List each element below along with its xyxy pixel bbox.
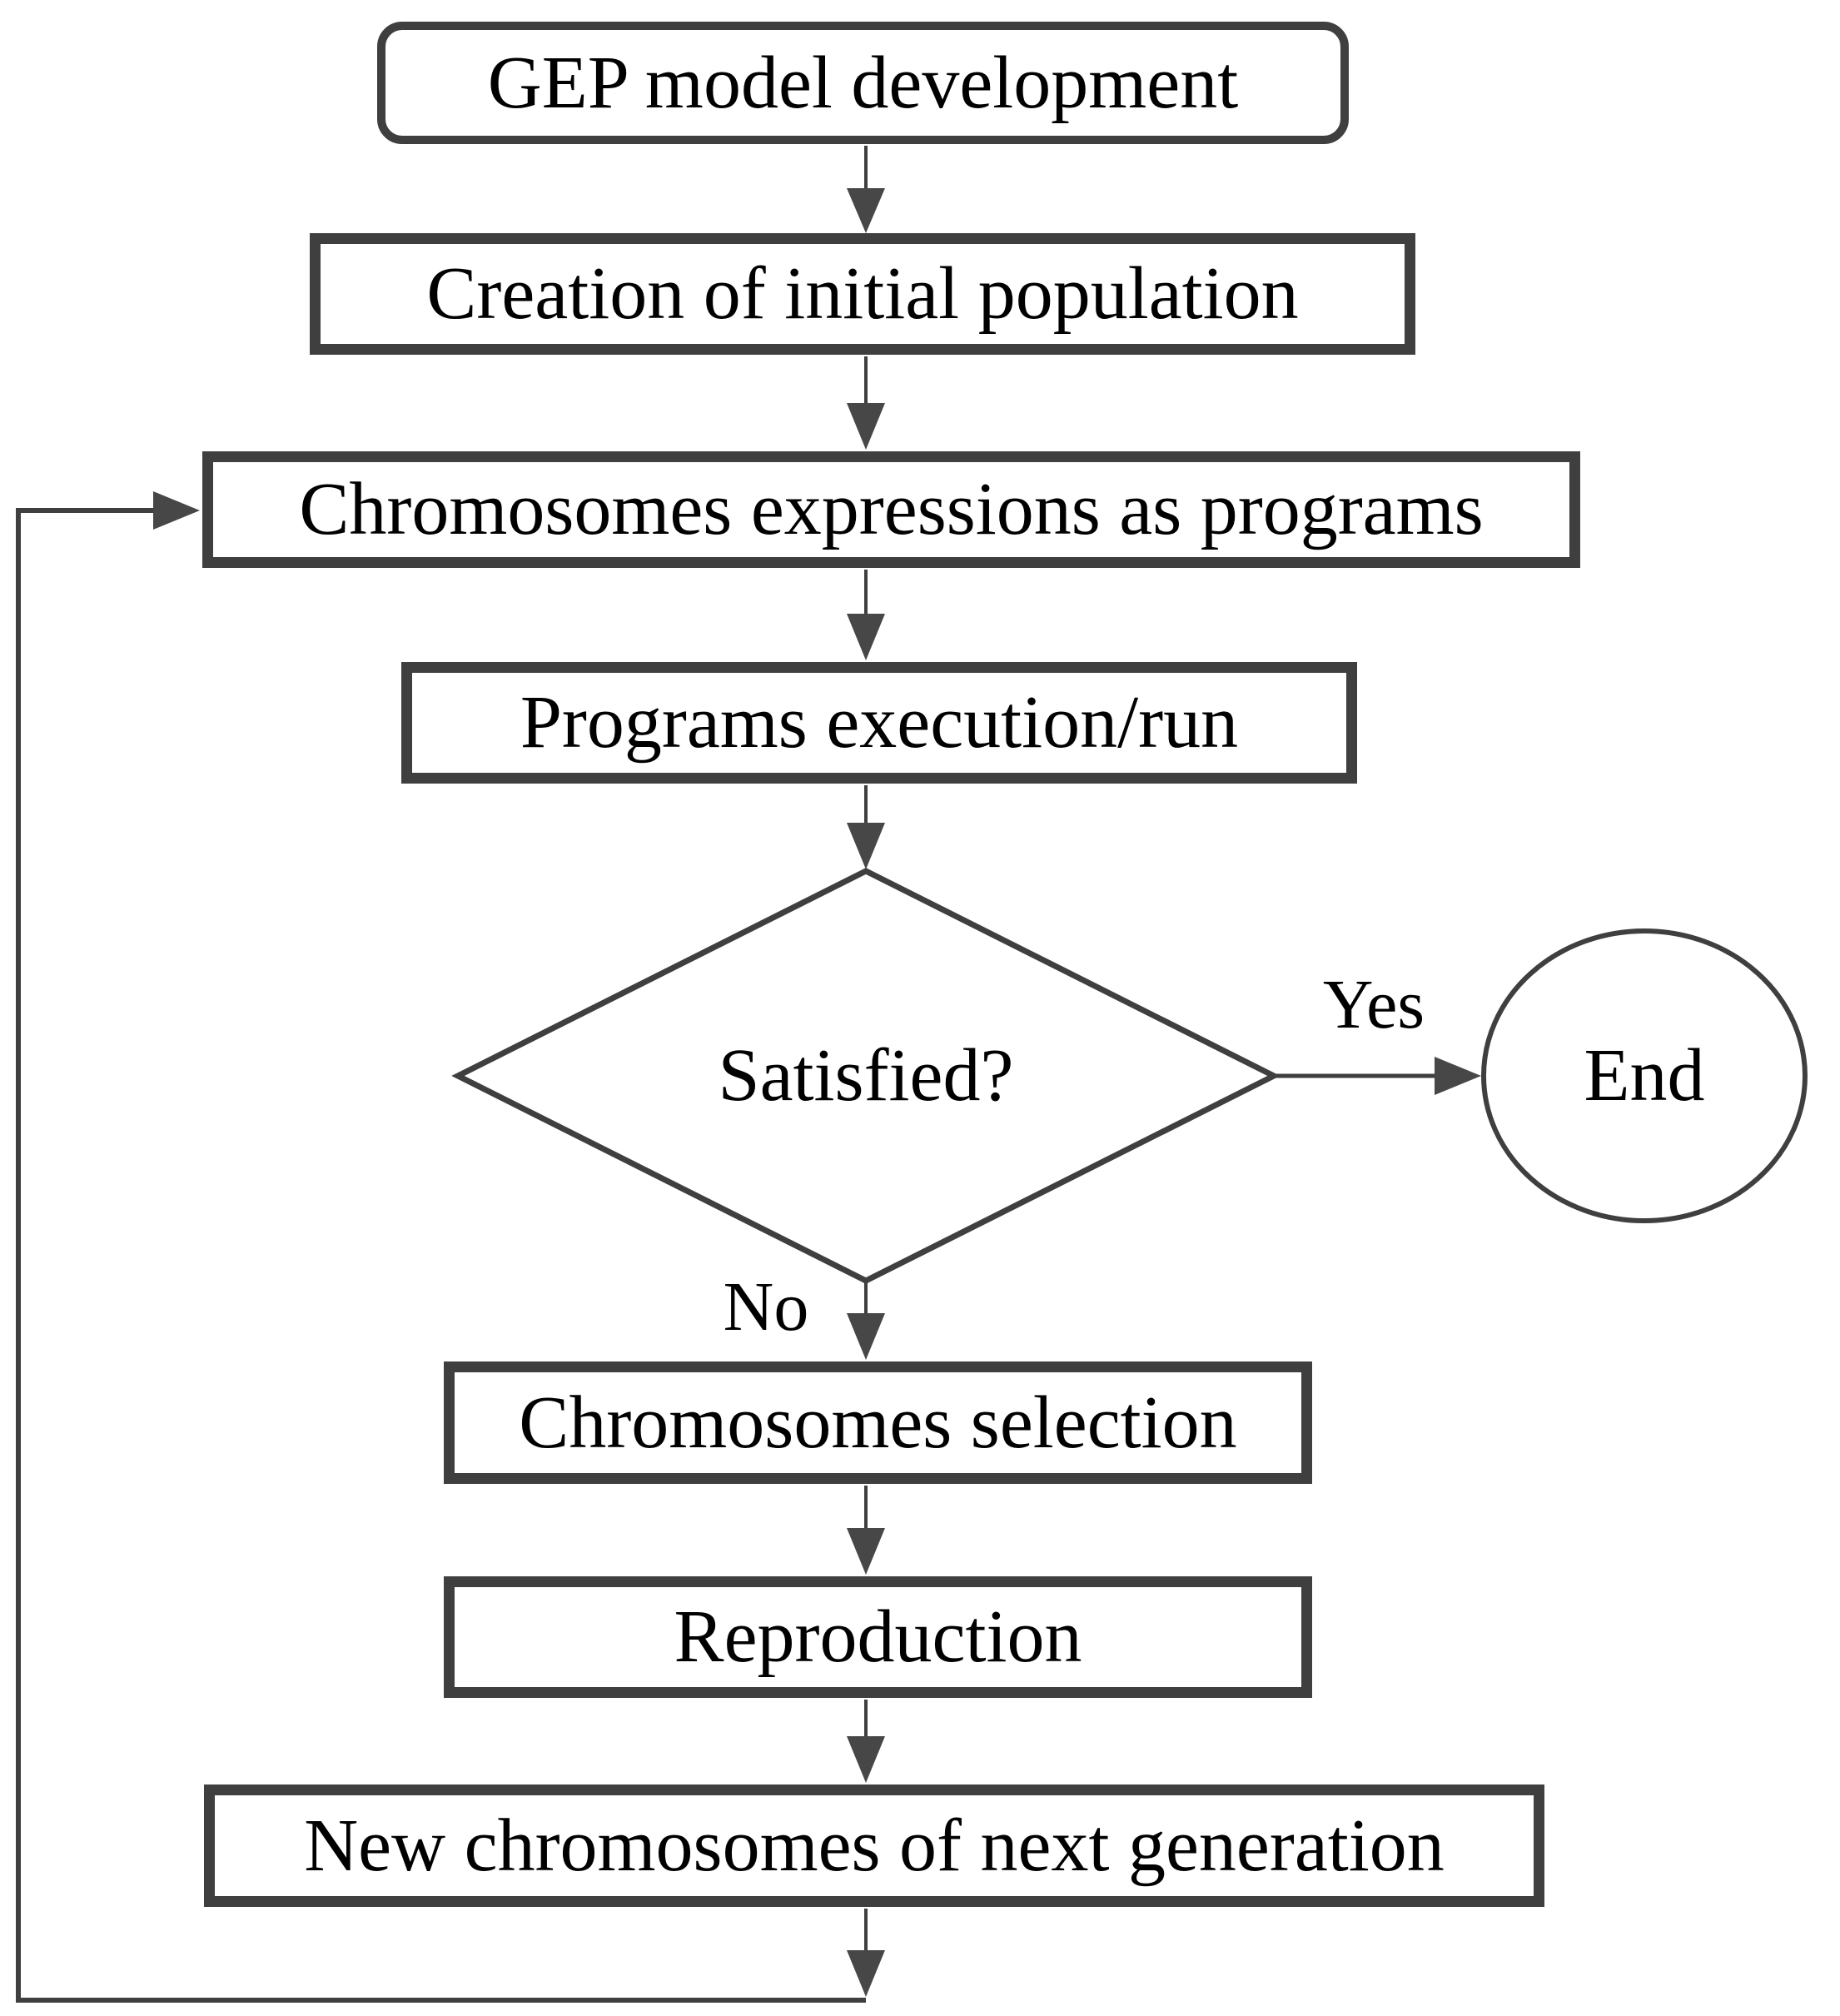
node-gep-label: GEP model development (487, 41, 1239, 124)
node-programs-execution: Programs execution/run (401, 662, 1357, 784)
arrow-decision-to-selection (847, 1281, 885, 1360)
node-creation-of-initial-population: Creation of initial population (310, 233, 1415, 355)
node-chromosomes-expressions: Chromosomes expressions as programs (202, 451, 1580, 568)
end-label: End (1584, 1034, 1705, 1117)
arrow-yes-to-end (1276, 1057, 1481, 1095)
node-execution-label: Programs execution/run (520, 681, 1239, 764)
node-reproduction: Reproduction (444, 1576, 1312, 1698)
node-newgen-label: New chromosomes of next generation (304, 1804, 1445, 1887)
node-selection-label: Chromosomes selection (519, 1381, 1237, 1464)
loop-back-edge (16, 491, 866, 2003)
decision-satisfied-label-box: Satisfied? (658, 1034, 1074, 1118)
end-label-box: End (1478, 1034, 1811, 1118)
arrow-reproduction-to-newgen (847, 1700, 885, 1783)
arrow-execution-to-decision (847, 785, 885, 869)
decision-satisfied-label: Satisfied? (718, 1034, 1014, 1117)
node-expression-label: Chromosomes expressions as programs (299, 468, 1484, 550)
arrow-gep-to-creation (847, 146, 885, 233)
node-reproduction-label: Reproduction (674, 1595, 1082, 1678)
node-gep-model-development: GEP model development (377, 22, 1349, 144)
node-chromosomes-selection: Chromosomes selection (444, 1361, 1312, 1484)
node-new-chromosomes: New chromosomes of next generation (204, 1785, 1544, 1907)
node-creation-label: Creation of initial population (426, 252, 1299, 335)
yes-branch-label: Yes (1322, 966, 1425, 1043)
end-circle (1481, 928, 1808, 1223)
arrow-creation-to-expression (847, 356, 885, 450)
arrow-expression-to-execution (847, 570, 885, 660)
arrow-selection-to-reproduction (847, 1486, 885, 1575)
arrow-newgen-to-loop (847, 1909, 885, 1997)
no-branch-label: No (723, 1268, 809, 1346)
